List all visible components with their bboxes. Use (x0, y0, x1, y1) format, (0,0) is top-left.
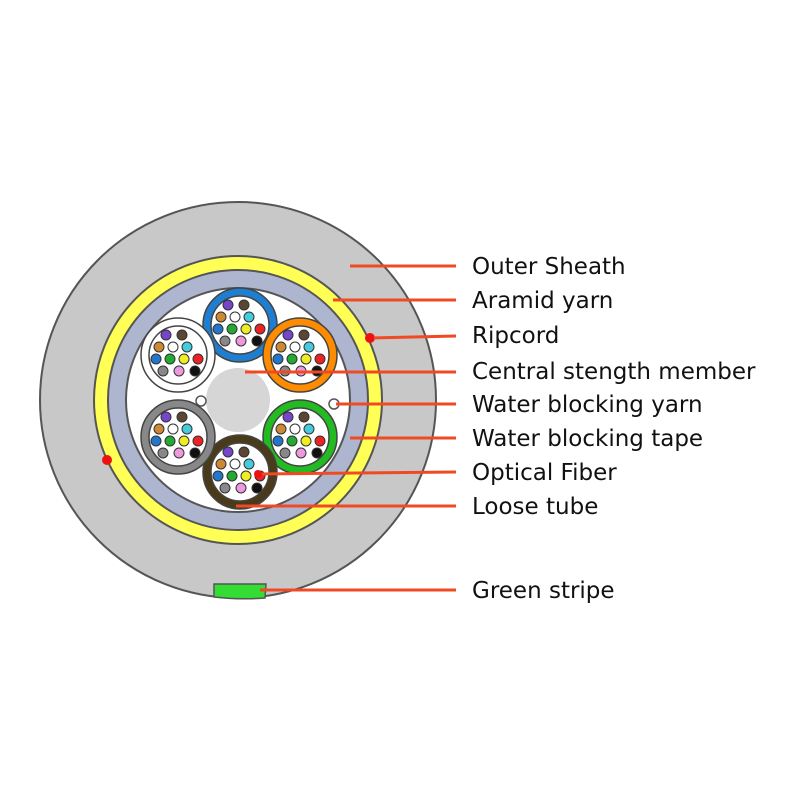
label-optical-fiber: Optical Fiber (472, 460, 617, 486)
leader-lines (236, 264, 457, 592)
optical-fiber (167, 341, 179, 353)
optical-fiber (160, 329, 172, 341)
label-green-stripe: Green stripe (472, 578, 615, 604)
optical-fiber (238, 446, 250, 458)
optical-fiber (229, 458, 241, 470)
loose-tube (262, 399, 338, 475)
loose-tube (262, 317, 338, 393)
optical-fiber (160, 411, 172, 423)
optical-fiber (222, 446, 234, 458)
optical-fiber (157, 447, 169, 459)
optical-fiber (167, 423, 179, 435)
optical-fiber (164, 353, 176, 365)
central-strength-member (206, 368, 270, 432)
optical-fiber (314, 353, 326, 365)
loose-tube (140, 399, 216, 475)
optical-fiber (212, 323, 224, 335)
optical-fiber (275, 341, 287, 353)
optical-fiber (181, 423, 193, 435)
optical-fiber (272, 435, 284, 447)
optical-fiber (181, 341, 193, 353)
optical-fiber (212, 470, 224, 482)
optical-fiber (279, 447, 291, 459)
label-ripcord: Ripcord (472, 323, 559, 349)
optical-fiber (295, 447, 307, 459)
leader-line-optical-fiber (257, 470, 457, 476)
optical-fiber (282, 411, 294, 423)
optical-fiber (215, 311, 227, 323)
optical-fiber (243, 311, 255, 323)
optical-fiber (238, 299, 250, 311)
optical-fiber (192, 353, 204, 365)
loose-tube (202, 434, 278, 510)
optical-fiber (189, 365, 201, 377)
optical-fiber (303, 423, 315, 435)
optical-fiber (153, 423, 165, 435)
optical-fiber (300, 353, 312, 365)
optical-fiber (235, 335, 247, 347)
optical-fiber (229, 311, 241, 323)
optical-fiber (272, 353, 284, 365)
optical-fiber (178, 353, 190, 365)
optical-fiber (150, 435, 162, 447)
optical-fiber (226, 323, 238, 335)
label-loose-tube: Loose tube (472, 494, 598, 520)
optical-fiber (282, 329, 294, 341)
leader-dot-ripcord (366, 334, 374, 342)
optical-fiber (303, 341, 315, 353)
optical-fiber (275, 423, 287, 435)
optical-fiber (286, 435, 298, 447)
optical-fiber (240, 470, 252, 482)
optical-fiber (219, 482, 231, 494)
optical-fiber (251, 482, 263, 494)
optical-fiber (150, 353, 162, 365)
optical-fiber (314, 435, 326, 447)
optical-fiber (219, 335, 231, 347)
label-water-blocking-tape: Water blocking tape (472, 426, 703, 452)
optical-fiber (176, 411, 188, 423)
optical-fiber (173, 447, 185, 459)
optical-fiber (243, 458, 255, 470)
optical-fiber (289, 423, 301, 435)
optical-fiber (251, 335, 263, 347)
optical-fiber (157, 365, 169, 377)
water-blocking-yarn-left (195, 395, 207, 407)
optical-fiber (311, 447, 323, 459)
optical-fiber (178, 435, 190, 447)
optical-fiber (222, 299, 234, 311)
label-central-strength-member: Central stength member (472, 359, 756, 385)
label-outer-sheath: Outer Sheath (472, 254, 626, 280)
cable-body (39, 201, 437, 599)
optical-fiber (215, 458, 227, 470)
optical-fiber (254, 323, 266, 335)
optical-fiber (240, 323, 252, 335)
label-aramid-yarn: Aramid yarn (472, 288, 613, 314)
ripcord-left (102, 455, 112, 465)
optical-fiber (164, 435, 176, 447)
optical-fiber (173, 365, 185, 377)
optical-fiber (153, 341, 165, 353)
labels: Outer Sheath Aramid yarn Ripcord Central… (472, 254, 756, 604)
optical-fiber (189, 447, 201, 459)
optical-fiber (289, 341, 301, 353)
loose-tube (140, 317, 216, 393)
optical-fiber (298, 411, 310, 423)
optical-fiber (235, 482, 247, 494)
optical-fiber (298, 329, 310, 341)
loose-tube (202, 287, 278, 363)
optical-fiber (286, 353, 298, 365)
optical-fiber (300, 435, 312, 447)
optical-fiber (192, 435, 204, 447)
optical-fiber (226, 470, 238, 482)
leader-line-ripcord (369, 334, 457, 340)
label-water-blocking-yarn: Water blocking yarn (472, 392, 703, 418)
leader-dot-optical-fiber (254, 470, 262, 478)
green-stripe (213, 583, 267, 600)
optical-fiber (176, 329, 188, 341)
